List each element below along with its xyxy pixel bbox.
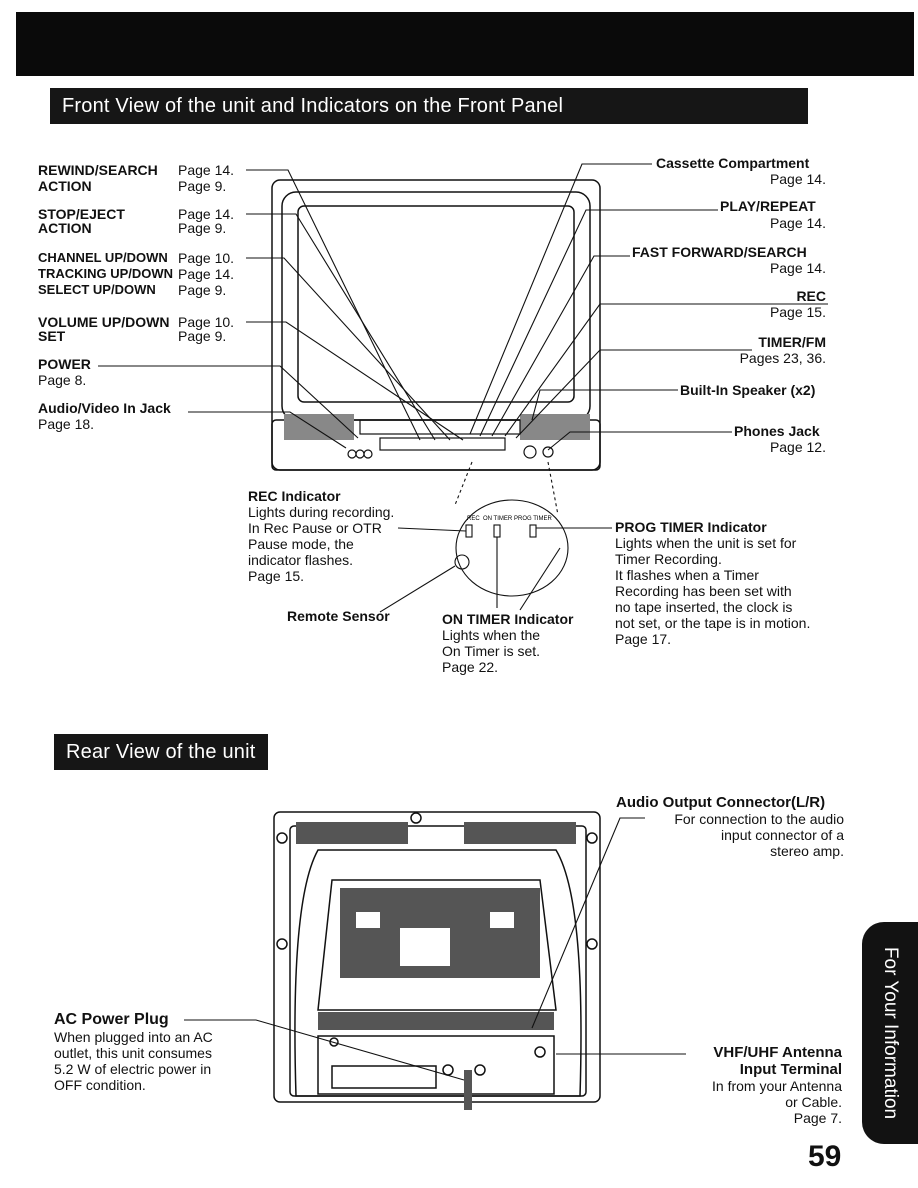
select-label: SELECT UP/DOWN <box>38 282 156 297</box>
audio-output-line: For connection to the audio <box>674 811 844 827</box>
timer-fm-label: TIMER/FM <box>758 334 826 350</box>
audio-output-line: input connector of a <box>721 827 844 843</box>
select-page: Page 9. <box>178 282 227 298</box>
rec-indicator-line: Pause mode, the <box>248 536 354 552</box>
volume-label: VOLUME UP/DOWN <box>38 314 170 330</box>
on-timer-line: Page 22. <box>442 659 499 675</box>
on-timer-block: ON TIMER Indicator Lights when the On Ti… <box>442 611 573 675</box>
remote-sensor-label: Remote Sensor <box>287 608 390 624</box>
prog-timer-block: PROG TIMER Indicator Lights when the uni… <box>615 519 855 647</box>
rewind-search-page: Page 14. <box>178 162 235 178</box>
ac-power-line: 5.2 W of electric power in <box>54 1061 212 1077</box>
side-tab-label: For Your Information <box>880 946 901 1120</box>
rec-page: Page 15. <box>769 304 826 320</box>
prog-timer-line: Recording has been set with <box>615 583 792 599</box>
cassette-page: Page 14. <box>769 171 826 187</box>
power-label: POWER <box>38 356 91 372</box>
rec-indicator-line: indicator flashes. <box>248 552 354 568</box>
rec-indicator-block: REC Indicator Lights during recording. I… <box>248 488 394 584</box>
action-page-1: Page 9. <box>178 178 227 194</box>
panel-label-rec: REC <box>467 516 480 522</box>
vhf-uhf-line: Page 7. <box>793 1110 842 1126</box>
ac-power-line: OFF condition. <box>54 1077 146 1093</box>
fast-forward-label: FAST FORWARD/SEARCH <box>632 244 807 260</box>
vhf-uhf-line: In from your Antenna <box>712 1078 842 1094</box>
prog-timer-line: not set, or the tape is in motion. <box>615 615 811 631</box>
rec-indicator-title: REC Indicator <box>248 488 341 504</box>
volume-page: Page 10. <box>178 314 235 330</box>
tracking-page: Page 14. <box>178 266 235 282</box>
rec-indicator-line: In Rec Pause or OTR <box>248 520 382 536</box>
prog-timer-line: Page 17. <box>615 631 672 647</box>
set-label: SET <box>38 328 66 344</box>
vhf-uhf-block: VHF/UHF Antenna Input Terminal In from y… <box>660 1044 842 1126</box>
rec-indicator-line: Page 15. <box>248 568 305 584</box>
cassette-label: Cassette Compartment <box>656 155 810 171</box>
set-page: Page 9. <box>178 328 227 344</box>
av-jack-label: Audio/Video In Jack <box>38 400 171 416</box>
fast-forward-page: Page 14. <box>769 260 826 276</box>
prog-timer-line: Lights when the unit is set for <box>615 535 797 551</box>
on-timer-line: Lights when the <box>442 627 541 643</box>
rewind-search-label: REWIND/SEARCH <box>38 162 158 178</box>
vhf-uhf-title: VHF/UHF Antenna <box>713 1044 842 1061</box>
rec-label: REC <box>796 288 826 304</box>
prog-timer-line: Timer Recording. <box>615 551 722 567</box>
rear-view-banner: Rear View of the unit <box>54 734 268 770</box>
ac-power-line: When plugged into an AC <box>54 1029 213 1045</box>
phones-jack-label: Phones Jack <box>734 423 820 439</box>
stop-eject-page: Page 14. <box>178 206 235 222</box>
action-label-2: ACTION <box>38 220 92 236</box>
action-label-1: ACTION <box>38 178 92 194</box>
rec-indicator-line: Lights during recording. <box>248 504 395 520</box>
audio-output-line: stereo amp. <box>770 843 844 859</box>
prog-timer-line: no tape inserted, the clock is <box>615 599 793 615</box>
speaker-label: Built-In Speaker (x2) <box>680 382 816 398</box>
input-terminal-title: Input Terminal <box>739 1061 842 1078</box>
ac-power-title: AC Power Plug <box>54 1011 169 1028</box>
panel-label-on-timer: ON TIMER <box>483 516 513 522</box>
stop-eject-label: STOP/EJECT <box>38 206 125 222</box>
prog-timer-title: PROG TIMER Indicator <box>615 519 767 535</box>
timer-fm-page: Pages 23, 36. <box>739 350 826 366</box>
power-page: Page 8. <box>38 372 87 388</box>
channel-label: CHANNEL UP/DOWN <box>38 250 168 265</box>
audio-output-title: Audio Output Connector(L/R) <box>616 794 826 811</box>
phones-jack-page: Page 12. <box>769 439 826 455</box>
ac-power-line: outlet, this unit consumes <box>54 1045 212 1061</box>
action-page-2: Page 9. <box>178 220 227 236</box>
channel-page: Page 10. <box>178 250 235 266</box>
panel-label-prog-timer: PROG TIMER <box>514 516 553 522</box>
ac-power-block: AC Power Plug When plugged into an AC ou… <box>54 1011 213 1093</box>
vhf-uhf-line: or Cable. <box>785 1094 842 1110</box>
page-number: 59 <box>808 1140 842 1173</box>
play-repeat-label: PLAY/REPEAT <box>720 198 816 214</box>
tracking-label: TRACKING UP/DOWN <box>38 266 174 281</box>
header-bar <box>16 12 914 76</box>
on-timer-title: ON TIMER Indicator <box>442 611 574 627</box>
front-view-banner: Front View of the unit and Indicators on… <box>50 88 808 124</box>
av-jack-page: Page 18. <box>38 416 95 432</box>
prog-timer-line: It flashes when a Timer <box>615 567 759 583</box>
on-timer-line: On Timer is set. <box>442 643 541 659</box>
section-side-tab: For Your Information <box>862 922 918 1144</box>
play-repeat-page: Page 14. <box>769 215 826 231</box>
audio-output-block: Audio Output Connector(L/R) For connecti… <box>616 794 856 859</box>
